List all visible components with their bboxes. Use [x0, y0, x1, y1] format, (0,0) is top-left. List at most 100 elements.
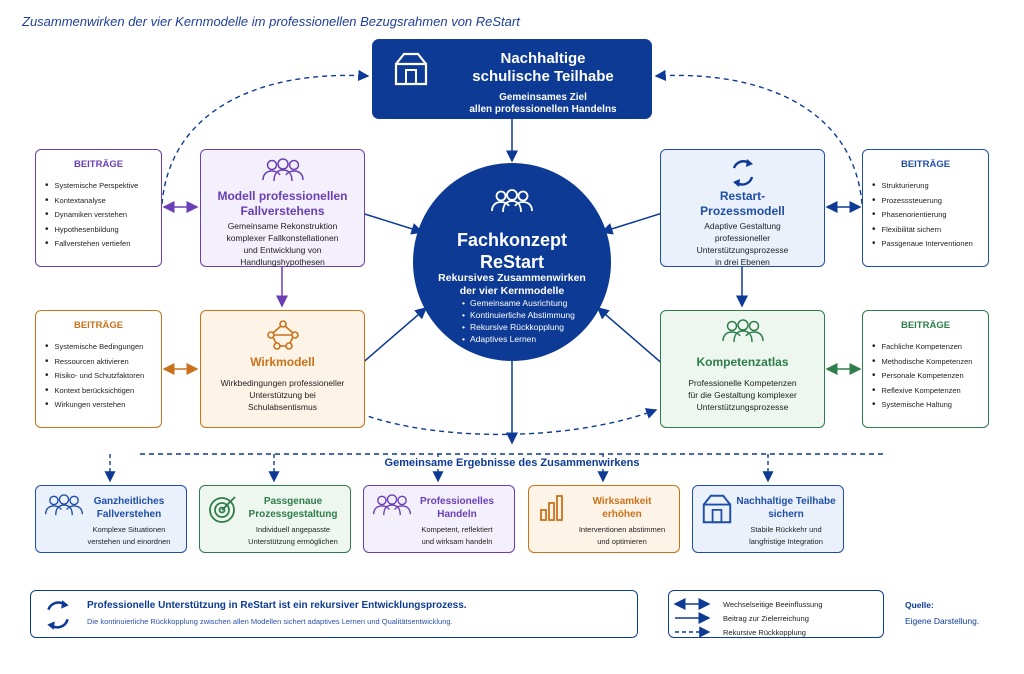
people-group-icon	[259, 158, 307, 187]
contrib-list: Systemische Bedingungen Ressourcen aktiv…	[45, 340, 145, 413]
goal-subtitle-line1: Gemeinsames Ziel	[499, 92, 587, 103]
list-item: Systemische Perspektive	[45, 179, 139, 194]
list-item: Gemeinsame Ausrichtung	[470, 297, 575, 309]
list-item: Kontinuierliche Abstimmung	[470, 309, 575, 321]
model-desc: Handlungshypothesen	[240, 257, 325, 267]
list-item: Adaptives Lernen	[470, 333, 575, 345]
model-kompetenzatlas: Kompetenzatlas Professionelle Kompetenze…	[660, 310, 825, 428]
model-title-line2: Prozessmodell	[700, 204, 785, 218]
model-desc: Unterstützungsprozesse	[696, 402, 789, 412]
list-item: Prozesssteuerung	[872, 194, 973, 209]
source-note: Quelle: Eigene Darstellung.	[905, 600, 979, 626]
result-card: Wirksamkeit erhöhen Interventionen abstim…	[528, 485, 680, 553]
footer-desc: Die kontinuierliche Rückkopplung zwische…	[87, 617, 453, 626]
model-desc: Wirkbedingungen professioneller	[220, 378, 345, 388]
footer-title: Professionelle Unterstützung in ReStart …	[87, 600, 467, 611]
legend-symbols	[673, 598, 711, 638]
contrib-prozess: BEITRÄGE Strukturierung Prozesssteuerung…	[862, 149, 989, 267]
result-desc: Kompetent, reflektiert	[421, 525, 493, 534]
list-item: Passgenaue Interventionen	[872, 237, 973, 252]
footer-box: Professionelle Unterstützung in ReStart …	[30, 590, 638, 638]
result-title: Wirksamkeit	[592, 496, 652, 507]
result-desc: verstehen und einordnen	[87, 536, 171, 546]
center-title-line2: ReStart	[479, 252, 545, 272]
result-desc: Stabile Rückkehr und	[750, 525, 822, 534]
list-item: Methodische Kompetenzen	[872, 355, 973, 370]
network-icon	[265, 320, 301, 355]
model-desc: Schulabsentismus	[248, 402, 317, 412]
model-desc: für die Gestaltung komplexer	[688, 390, 797, 400]
result-desc: Individuell angepasste	[255, 525, 331, 534]
contrib-list: Fachliche Kompetenzen Methodische Kompet…	[872, 340, 973, 413]
building-icon	[393, 52, 429, 91]
legend-item: Rekursive Rückkopplung	[723, 628, 806, 637]
people-group-icon	[42, 494, 86, 521]
people-group-icon	[719, 319, 767, 348]
model-title-line2: Fallverstehens	[240, 204, 325, 218]
list-item: Systemische Bedingungen	[45, 340, 144, 355]
list-item: Ressourcen aktivieren	[45, 355, 144, 370]
model-title: Kompetenzatlas	[696, 355, 789, 369]
model-desc: und Entwicklung von	[243, 245, 322, 255]
result-title: erhöhen	[602, 509, 642, 520]
model-title-line1: Modell professionellen	[217, 189, 348, 203]
list-item: Hypothesenbildung	[45, 223, 138, 238]
list-item: Kontext berücksichtigen	[45, 384, 144, 399]
goal-subtitle-line2: allen professionellen Handelns	[469, 104, 617, 115]
model-title-line1: Restart-	[719, 189, 766, 203]
model-desc: Unterstützung bei	[249, 390, 316, 400]
contrib-list: Strukturierung Prozesssteuerung Phasenor…	[872, 179, 973, 252]
contrib-fallverstehen: BEITRÄGE Systemische Perspektive Kontext…	[35, 149, 162, 267]
list-item: Kontextanalyse	[45, 194, 138, 209]
center-title-line1: Fachkonzept	[456, 230, 567, 250]
bar-chart-icon	[539, 494, 565, 527]
model-desc: Adaptive Gestaltung	[704, 221, 781, 231]
result-title: Fallverstehen	[96, 509, 162, 520]
result-title: Ganzheitliches	[93, 496, 165, 507]
source-label: Quelle:	[905, 600, 934, 610]
center-bullets: Gemeinsame Ausrichtung Kontinuierliche A…	[470, 297, 575, 345]
page-title: Zusammenwirken der vier Kernmodelle im p…	[22, 14, 520, 29]
model-desc: in drei Ebenen	[715, 257, 770, 267]
contrib-title: BEITRÄGE	[73, 159, 124, 170]
model-desc: Gemeinsame Rekonstruktion	[227, 221, 338, 231]
model-desc: professioneller	[714, 233, 771, 243]
model-prozessmodell: Restart-Prozessmodell Adaptive Gestaltun…	[660, 149, 825, 267]
result-desc: langfristige Integration	[749, 536, 823, 546]
result-desc: Interventionen abstimmen	[578, 525, 666, 534]
result-title: Nachhaltige Teilhabe	[736, 496, 836, 507]
people-group-icon	[489, 189, 535, 218]
model-desc: Unterstützungsprozesse	[696, 245, 789, 255]
source-value: Eigene Darstellung.	[905, 616, 980, 626]
center-subtitle-line2: der vier Kernmodelle	[459, 285, 565, 297]
result-desc: Unterstützung ermöglichen	[248, 536, 338, 546]
list-item: Risiko- und Schutzfaktoren	[45, 369, 145, 384]
target-icon	[208, 494, 238, 529]
goal-title-line1: Nachhaltige	[500, 50, 586, 67]
list-item: Fachliche Kompetenzen	[872, 340, 972, 355]
contrib-wirk: BEITRÄGE Systemische Bedingungen Ressour…	[35, 310, 162, 428]
result-desc: und optimieren	[597, 536, 647, 546]
contrib-title: BEITRÄGE	[900, 320, 951, 331]
list-item: Dynamiken verstehen	[45, 208, 138, 223]
model-wirkmodell: Wirkmodell Wirkbedingungen professionell…	[200, 310, 365, 428]
contrib-list: Systemische Perspektive Kontextanalyse D…	[45, 179, 139, 252]
model-title: Wirkmodell	[250, 355, 315, 369]
legend-item: Wechselseitige Beeinflussung	[723, 600, 823, 609]
result-title: Prozessgestaltung	[248, 509, 338, 520]
goal-title-line2: schulische Teilhabe	[472, 68, 614, 85]
contrib-title: BEITRÄGE	[900, 159, 951, 170]
list-item: Rekursive Rückkopplung	[470, 321, 575, 333]
model-desc: Professionelle Kompetenzen	[688, 378, 797, 388]
model-desc: komplexer Fallkonstellationen	[226, 233, 339, 243]
result-title: Professionelles	[420, 496, 494, 507]
result-desc: und wirksam handeln	[421, 536, 493, 546]
list-item: Phasenorientierung	[872, 208, 973, 223]
people-group-icon	[370, 494, 414, 521]
